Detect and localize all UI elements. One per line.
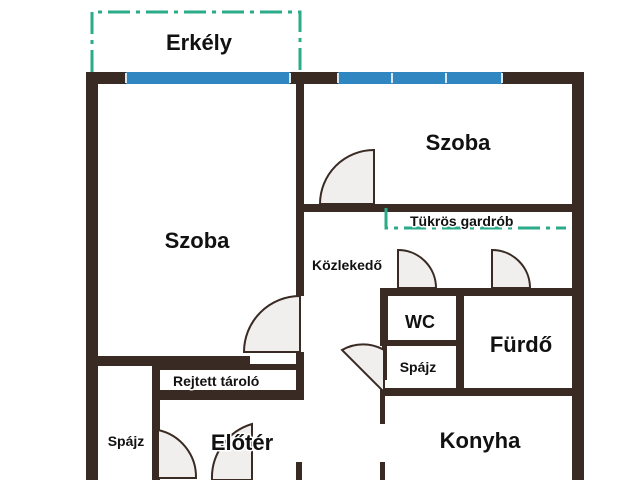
label-kitchen: Konyha — [440, 428, 521, 453]
wall-wc-bottom — [380, 340, 456, 346]
wall-vertical-center-bottom — [296, 352, 304, 398]
door-swing-wc — [397, 248, 438, 289]
label-wardrobe: Tükrös gardrób — [410, 213, 513, 229]
door-swing-bathroom — [491, 248, 532, 289]
window-right — [338, 72, 502, 84]
label-pantry-right: Spájz — [400, 359, 437, 375]
wall-wc-left — [380, 288, 388, 342]
room-labels: Erkély Szoba Szoba Tükrös gardrób Közlek… — [106, 29, 553, 457]
window-frames — [125, 73, 503, 83]
wall-storage-top — [152, 364, 302, 370]
balcony-outline — [90, 10, 302, 72]
door-swing-pantry-right — [340, 343, 385, 395]
label-room-right: Szoba — [426, 130, 492, 155]
label-bathroom: Fürdő — [490, 332, 552, 357]
label-room-left: Szoba — [165, 228, 231, 253]
door-swing-pantry-left — [157, 428, 198, 479]
door-swing-left-room — [242, 294, 301, 353]
wall-top-right — [502, 72, 584, 84]
wall-wc-top — [380, 288, 572, 296]
wall-right-room-bottom — [304, 204, 572, 212]
wardrobe-outline — [384, 208, 566, 230]
wall-left-room-bottom — [86, 356, 250, 366]
wall-outer-right — [572, 72, 584, 480]
wall-storage-bottom — [152, 390, 304, 400]
label-hall: Előtér — [211, 430, 274, 455]
label-wc: WC — [405, 312, 435, 332]
door-swing-right-room — [318, 148, 375, 205]
windows — [125, 72, 503, 84]
wall-kitchen-left-bottom — [380, 462, 385, 480]
window-left — [126, 72, 290, 84]
wall-kitchen-top — [380, 388, 572, 396]
wall-storage-left — [152, 364, 160, 480]
label-pantry-left: Spájz — [108, 433, 145, 449]
wall-kitchen-left-stub — [380, 396, 385, 424]
wall-wc-right — [456, 288, 464, 390]
label-hidden-storage: Rejtett tároló — [173, 373, 259, 389]
wall-vertical-center-top — [296, 80, 304, 296]
label-corridor: Közlekedő — [312, 257, 382, 273]
wall-hall-right-stub — [296, 462, 302, 480]
label-balcony: Erkély — [166, 30, 233, 55]
wall-outer-left — [86, 72, 98, 480]
doors — [157, 148, 532, 480]
walls — [86, 72, 584, 480]
balcony-dashed-border — [90, 10, 302, 72]
